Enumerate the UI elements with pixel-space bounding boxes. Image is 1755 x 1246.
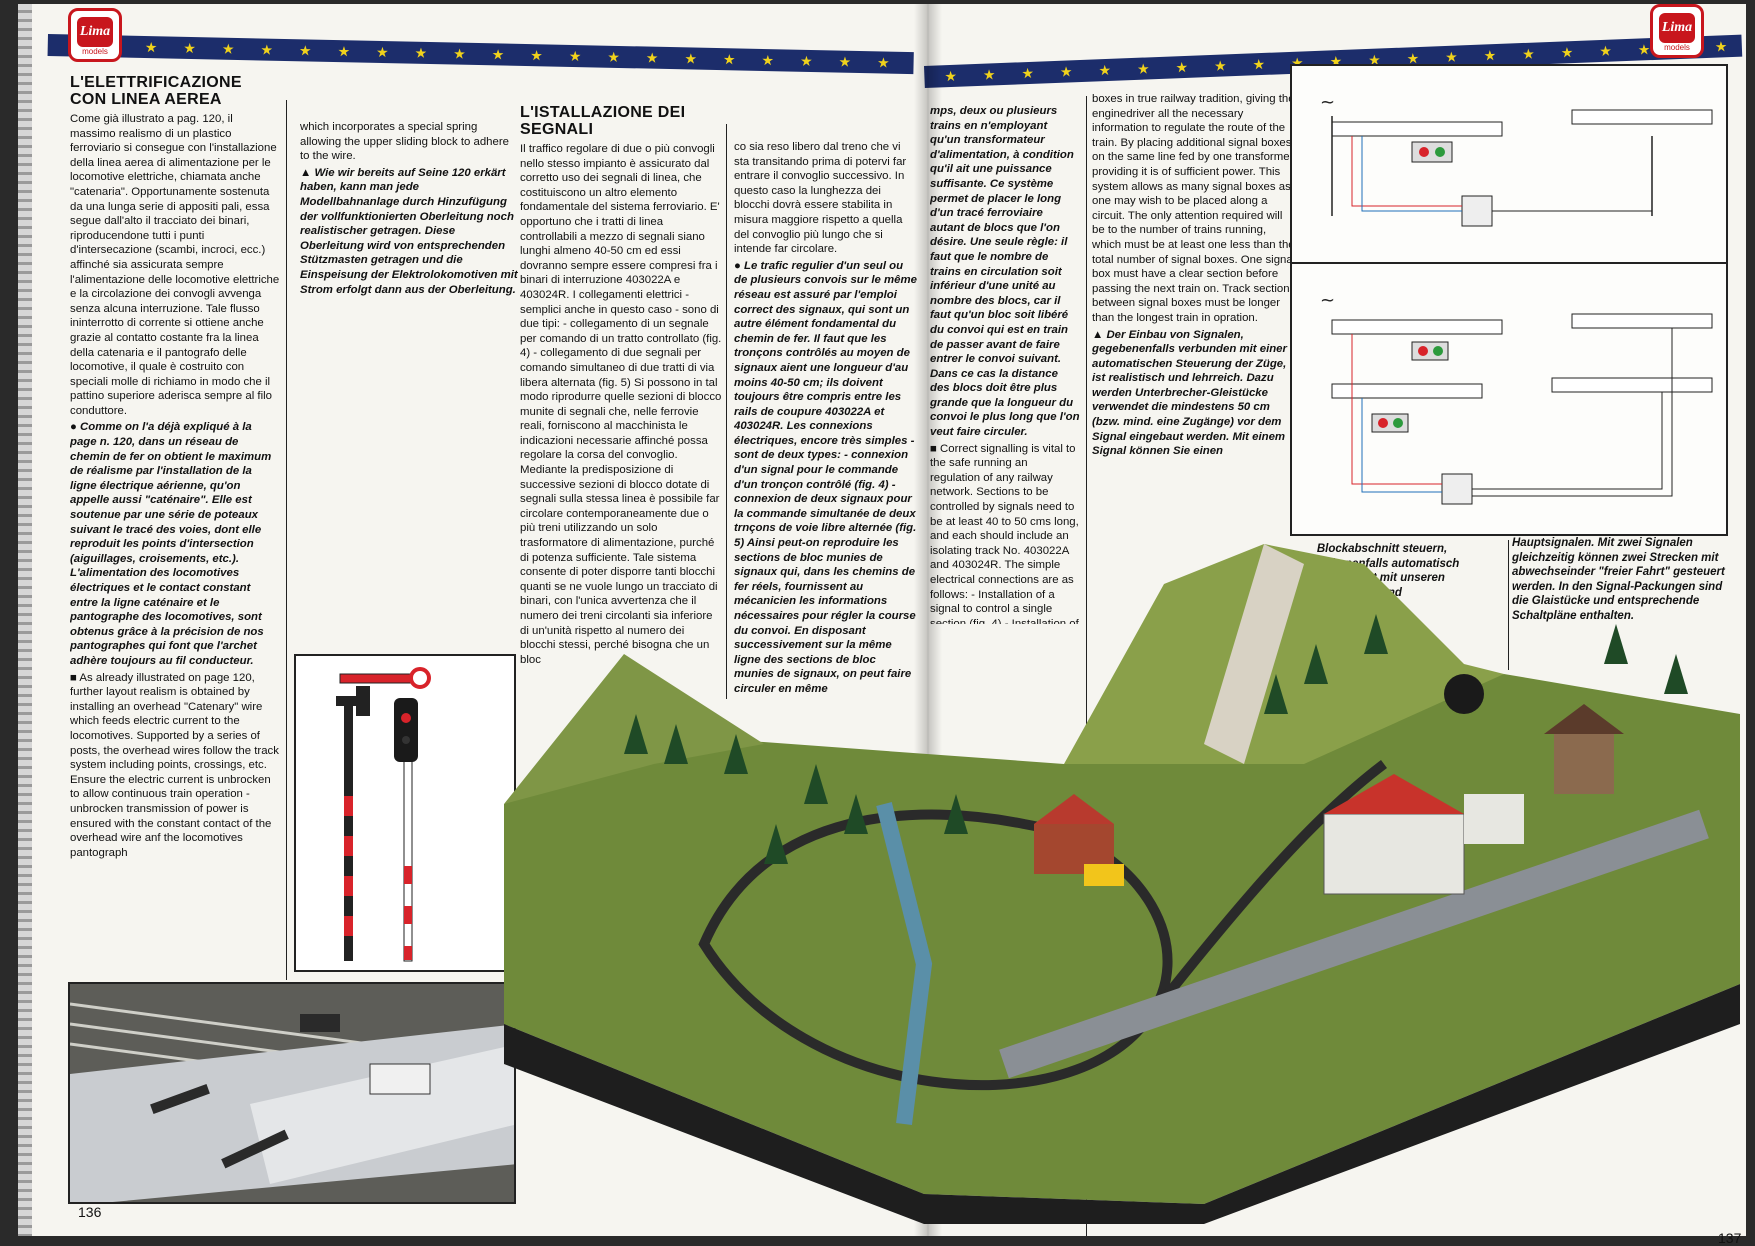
- caption-rule: [1508, 540, 1509, 670]
- caption-german-2: Hauptsignalen. Mit zwei Signalen gleichz…: [1512, 537, 1725, 622]
- text-french-cont: mps, deux ou plusieurs trains en n'emplo…: [930, 105, 1080, 439]
- locomotive-roof-icon: [70, 984, 514, 1202]
- text-english-signals: ■ Correct signalling is vital to the saf…: [930, 442, 1079, 624]
- lima-logo-left: Lima models: [68, 8, 122, 62]
- page-number-left: 136: [78, 1204, 102, 1220]
- heading-elettrificazione: L'ELETTRIFICAZIONE CON LINEA AEREA: [70, 74, 242, 108]
- column-rule: [286, 100, 287, 980]
- text-french: ● Comme on l'a déjà expliqué à la page n…: [70, 421, 272, 667]
- text-italian: Come già illustrato a pag. 120, il massi…: [70, 113, 280, 417]
- ac-symbol: ~: [1320, 290, 1335, 311]
- lima-logo-right: Lima models: [1650, 4, 1704, 58]
- page-number-right: 137: [1718, 1230, 1742, 1246]
- text-english-cont: which incorporates a special spring allo…: [300, 121, 509, 163]
- model-railway-layout-photo: [504, 504, 1740, 1224]
- text-german-signals: ▲ Der Einbau von Signalen, gegebenenfall…: [1092, 328, 1287, 458]
- semaphore-signal-illustration: [294, 654, 516, 972]
- wiring-diagram-fig5: ~: [1290, 262, 1728, 536]
- pantograph-photo: [68, 982, 516, 1204]
- left-star-band: ★★★★★★★★★★★★★★★★★★★★★★★★★★★★★: [47, 34, 914, 75]
- magazine-spread: ★★★★★★★★★★★★★★★★★★★★★★★★★★★★★ Lima model…: [18, 4, 1746, 1246]
- column-2: which incorporates a special spring allo…: [300, 120, 520, 350]
- single-signal-wiring-icon: ~: [1320, 92, 1713, 227]
- railway-diorama-icon: [504, 544, 1740, 1224]
- column-1: L'ELETTRIFICAZIONE CON LINEA AEREA Come …: [70, 74, 280, 974]
- spiral-binding: [18, 4, 32, 1236]
- column-3: L'ISTALLAZIONE DEI SEGNALI Il traffico r…: [520, 104, 722, 694]
- column-rule: [1086, 96, 1087, 1236]
- text-italian-cont: co sia reso libero dal treno che vi sta …: [734, 141, 907, 256]
- column-5: mps, deux ou plusieurs trains en n'emplo…: [930, 104, 1080, 624]
- heading-segnali: L'ISTALLAZIONE DEI SEGNALI: [520, 104, 686, 138]
- text-french-signals: ● Le trafic regulier d'un seul ou de plu…: [734, 259, 917, 695]
- ac-symbol: ~: [1320, 92, 1335, 113]
- wiring-diagram-fig4: ~: [1290, 64, 1728, 264]
- text-italian-signals: Il traffico regolare di due o più convog…: [520, 143, 722, 666]
- text-english: ■ As already illustrated on page 120, fu…: [70, 671, 279, 859]
- semaphore-signal-icon: [336, 667, 431, 962]
- column-4: co sia reso libero dal treno che vi sta …: [734, 140, 918, 695]
- text-english-cont2: boxes in true railway tradition, giving …: [1092, 93, 1296, 324]
- column-rule: [726, 124, 727, 699]
- text-german: ▲ Wie wir bereits auf Seine 120 erkärt h…: [300, 166, 518, 296]
- column-6: boxes in true railway tradition, giving …: [1092, 92, 1298, 562]
- two-signal-wiring-icon: ~: [1320, 290, 1713, 505]
